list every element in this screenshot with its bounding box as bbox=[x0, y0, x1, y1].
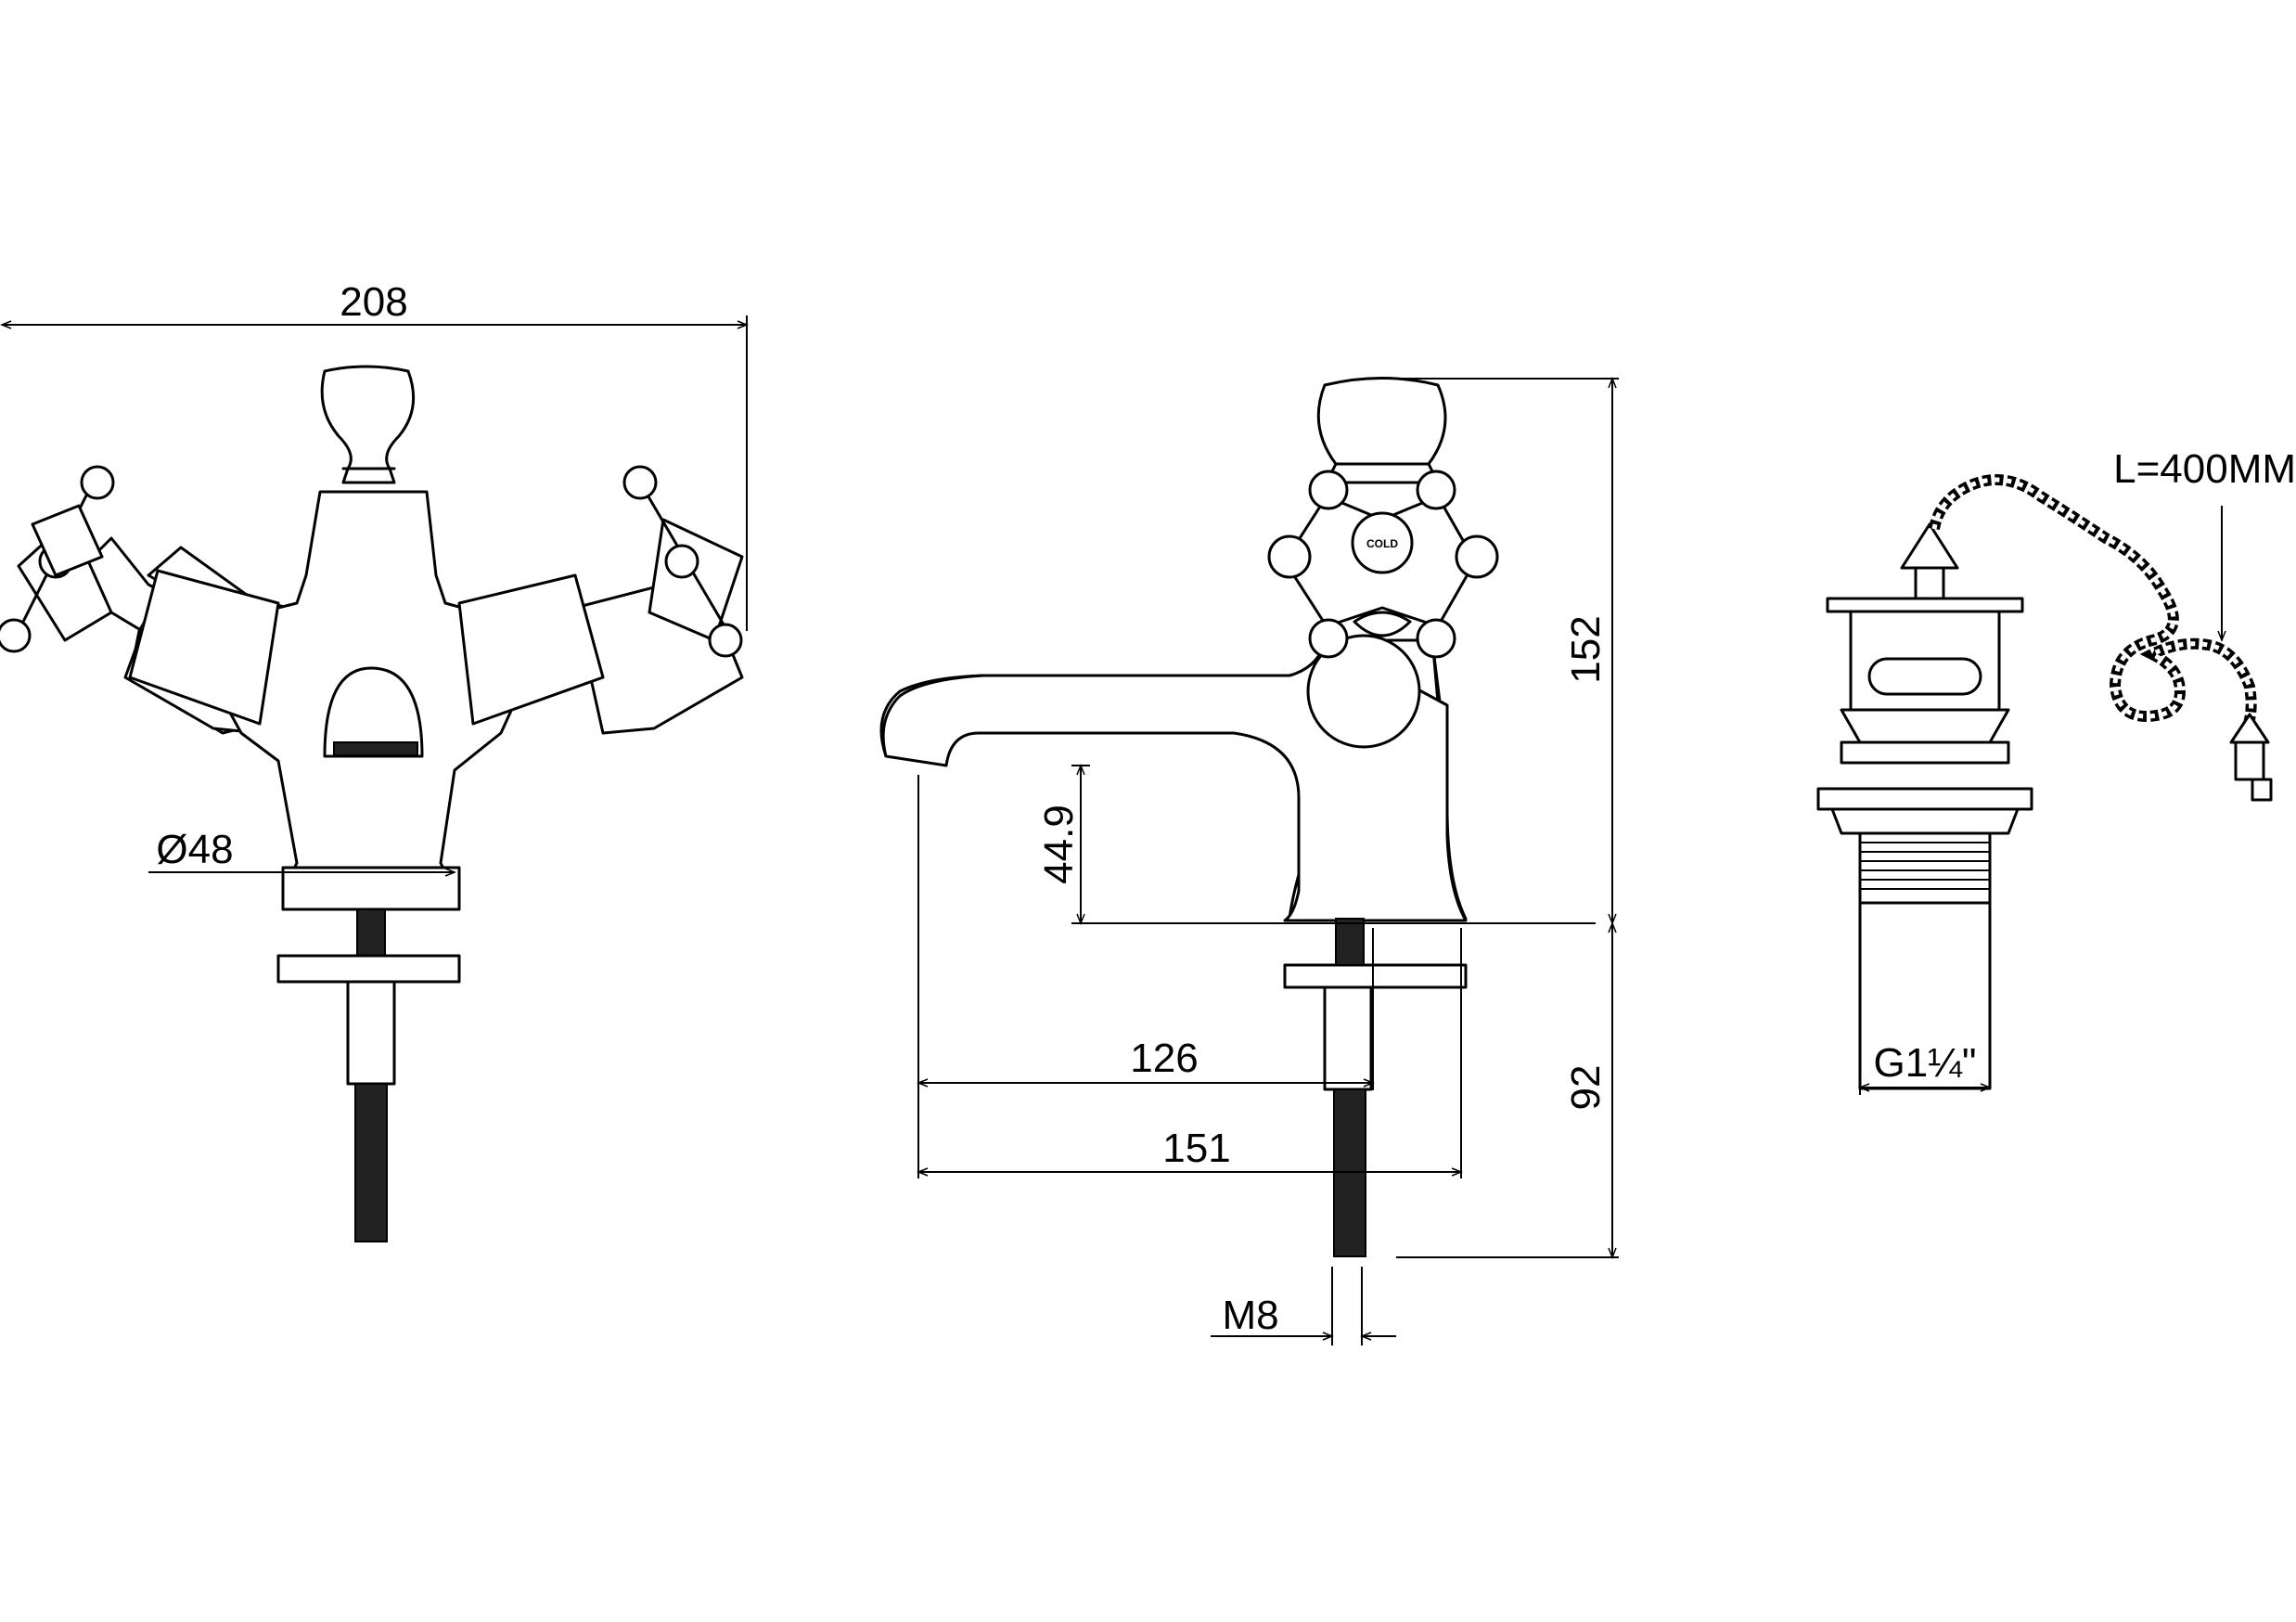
dimension-waste-thread: G1¼" bbox=[1860, 1040, 1990, 1095]
dimension-chain-length: L=400MM bbox=[2113, 446, 2296, 640]
side-view: COLD 44.9 152 92 bbox=[879, 377, 1619, 1345]
label-thread-size: M8 bbox=[1222, 1293, 1278, 1338]
label-overall-depth: 151 bbox=[1162, 1126, 1230, 1171]
left-cross-handle bbox=[0, 465, 115, 653]
aerator bbox=[323, 666, 424, 758]
label-chain-length: L=400MM bbox=[2113, 446, 2296, 492]
side-cross-handle: COLD bbox=[1267, 377, 1499, 659]
right-cross-handle bbox=[622, 465, 744, 658]
dimension-shank-length: 92 bbox=[1396, 923, 1619, 1257]
label-overall-width: 208 bbox=[340, 279, 407, 325]
label-height-above-deck: 152 bbox=[1563, 615, 1609, 683]
handle-label: COLD bbox=[1366, 537, 1398, 550]
dimension-spout-reach: 126 bbox=[918, 775, 1373, 1178]
dimension-overall-depth: 151 bbox=[918, 928, 1461, 1178]
dimension-base-diameter: Ø48 bbox=[148, 827, 455, 872]
waste-thread-lines bbox=[1860, 842, 1990, 890]
dimension-thread-size: M8 bbox=[1211, 1267, 1396, 1345]
front-view: 208 bbox=[0, 279, 747, 1242]
centre-handle bbox=[320, 365, 416, 484]
dimension-spout-clearance: 44.9 bbox=[1036, 766, 1596, 923]
dimension-height-above-deck: 152 bbox=[1387, 379, 1619, 923]
label-spout-clearance: 44.9 bbox=[1036, 805, 1082, 884]
waste-assembly: G1¼" L=400MM bbox=[1816, 446, 2296, 1095]
label-base-diameter: Ø48 bbox=[156, 827, 233, 872]
label-waste-thread: G1¼" bbox=[1873, 1040, 1976, 1086]
label-spout-reach: 126 bbox=[1130, 1036, 1198, 1081]
label-shank-length: 92 bbox=[1563, 1065, 1609, 1111]
dimension-overall-width: 208 bbox=[2, 279, 747, 631]
